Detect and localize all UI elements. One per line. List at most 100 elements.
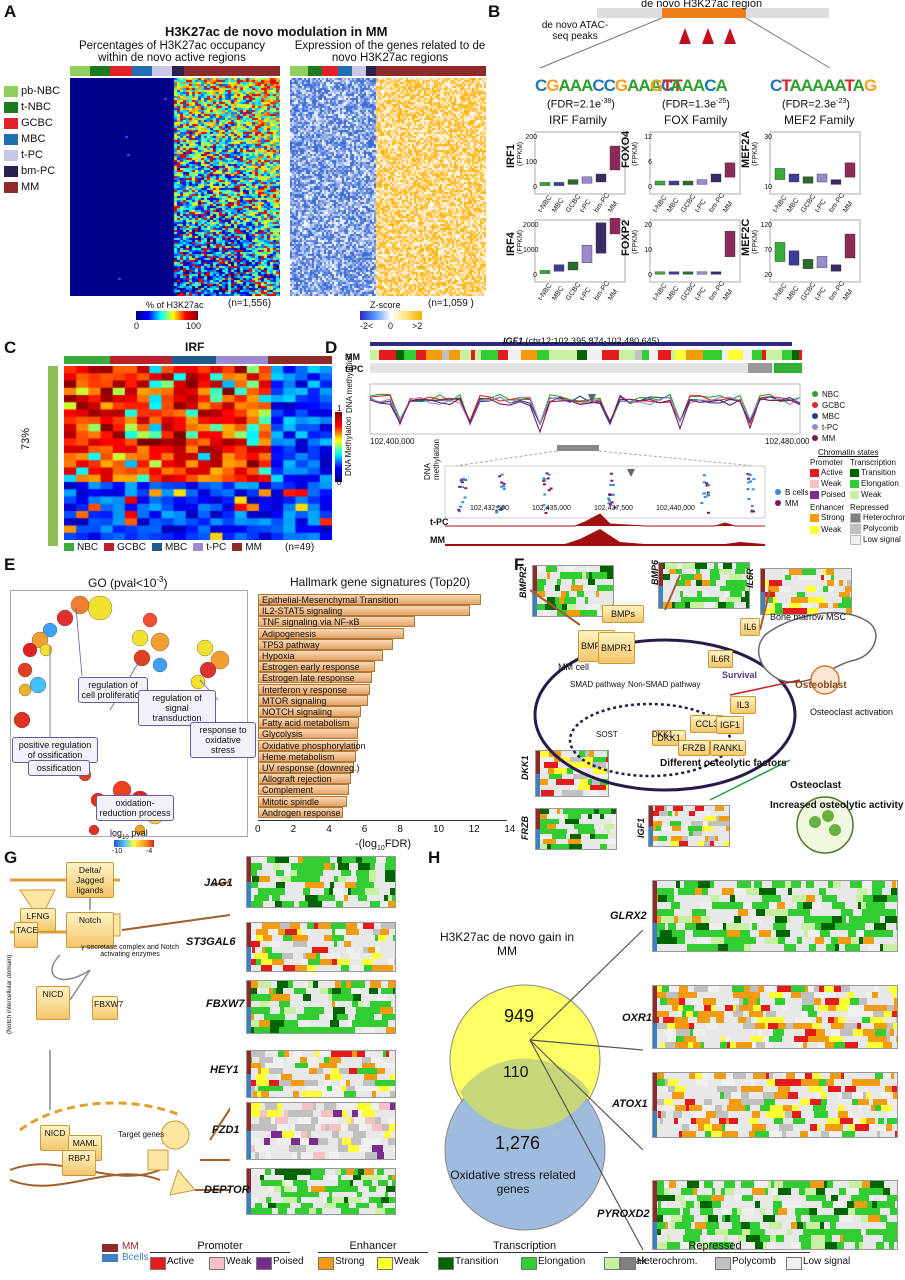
track-segment	[855, 1130, 869, 1137]
track-segment	[734, 888, 746, 895]
track-segment	[310, 1085, 322, 1092]
c-legend-label: MM	[245, 542, 262, 553]
track-segment	[858, 1098, 869, 1105]
track-segment	[763, 1201, 773, 1209]
track-segment	[733, 944, 744, 951]
track-segment	[726, 1117, 729, 1125]
track-DEPTOR	[246, 1168, 396, 1215]
track-segment	[252, 1056, 259, 1063]
track-segment	[878, 1041, 883, 1048]
track-segment	[826, 1105, 838, 1112]
track-segment	[887, 1004, 894, 1011]
f-node-IL6: IL6	[740, 618, 760, 636]
track-segment	[895, 1130, 897, 1137]
region-highlight	[662, 8, 746, 18]
track-segment	[300, 1056, 307, 1063]
track-segment	[710, 916, 721, 923]
track-segment	[696, 1130, 705, 1137]
track-segment	[685, 923, 696, 930]
track-segment	[834, 1041, 845, 1048]
motif-logo: CTAAAAATAG	[770, 76, 877, 95]
track-segment	[828, 602, 833, 609]
track-segment	[745, 591, 749, 597]
track-segment	[664, 1073, 673, 1080]
track-segment	[536, 824, 544, 829]
methylation-dot	[543, 478, 547, 481]
track-segment	[362, 1110, 372, 1117]
methylation-dot	[542, 479, 546, 482]
methylation-dot	[461, 486, 465, 489]
panel-label-d: D	[325, 338, 338, 357]
track-segment	[343, 888, 348, 895]
track-segment	[696, 1117, 710, 1125]
track-segment	[825, 930, 830, 937]
track-segment	[896, 881, 897, 888]
track-segment	[247, 1074, 256, 1080]
track-segment	[793, 1041, 803, 1048]
track-segment	[351, 1185, 358, 1192]
track-segment	[744, 986, 750, 993]
track-segment	[724, 881, 737, 888]
track-segment	[358, 1000, 363, 1007]
track-segment	[590, 566, 600, 573]
track-segment	[752, 916, 761, 923]
track-segment	[895, 1201, 897, 1209]
track-segment	[726, 596, 734, 603]
track-segment	[689, 1194, 697, 1202]
track-segment	[694, 937, 697, 944]
track-segment	[586, 824, 594, 829]
track-segment	[322, 1208, 333, 1214]
track-segment	[266, 1074, 277, 1080]
track-segment	[588, 779, 592, 785]
track-segment	[320, 1103, 324, 1110]
track-segment	[872, 888, 882, 895]
track-segment	[726, 986, 732, 993]
track-segment	[769, 902, 777, 909]
track-segment	[272, 965, 283, 971]
c-legend-item: GCBC	[104, 542, 146, 553]
track-segment	[609, 584, 613, 591]
track-segment	[724, 841, 729, 846]
g-node-0: Delta/ Jagged ligands	[66, 862, 114, 898]
track-segment	[711, 1194, 724, 1202]
track-segment	[386, 1185, 392, 1192]
hallmark-xlabel: -(log10FDR)	[355, 838, 412, 853]
track-segment	[805, 944, 809, 951]
track-segment	[293, 941, 307, 947]
chromatin-segment	[602, 350, 619, 360]
track-segment	[548, 767, 554, 774]
track-segment	[386, 1079, 395, 1086]
track-DKK1	[535, 750, 609, 797]
c-legend-item: MM	[232, 542, 262, 553]
track-segment	[721, 1187, 725, 1195]
track-segment	[567, 824, 574, 829]
track-segment	[877, 1201, 883, 1209]
heatmap-right-group-bar	[290, 66, 486, 76]
d-zoom-ylabel: DNA methylation	[423, 439, 441, 480]
track-segment	[247, 994, 261, 1001]
track-segment	[555, 584, 560, 591]
track-segment	[711, 811, 718, 816]
track-segment	[598, 834, 608, 839]
track-segment	[267, 1110, 281, 1117]
chromatin-segment	[460, 350, 471, 360]
track-segment	[752, 1041, 756, 1048]
go-bubble	[87, 595, 113, 621]
track-segment	[327, 1145, 331, 1152]
track-segment	[700, 568, 707, 575]
track-segment	[808, 930, 820, 937]
c-legend-label: t-PC	[206, 542, 227, 553]
track-segment	[359, 1208, 368, 1214]
track-segment	[665, 1221, 668, 1229]
group-swatch	[4, 149, 18, 161]
track-segment	[883, 1187, 890, 1195]
track-segment	[831, 1023, 844, 1030]
chromatin-label: Weak	[861, 490, 882, 499]
track-segment	[330, 1074, 342, 1080]
panel-label-a: A	[4, 2, 17, 21]
track-segment	[265, 869, 276, 876]
track-segment	[293, 1051, 302, 1057]
track-segment	[279, 1091, 293, 1097]
track-segment	[884, 1017, 888, 1024]
g-node-6: NICD	[40, 1125, 70, 1151]
